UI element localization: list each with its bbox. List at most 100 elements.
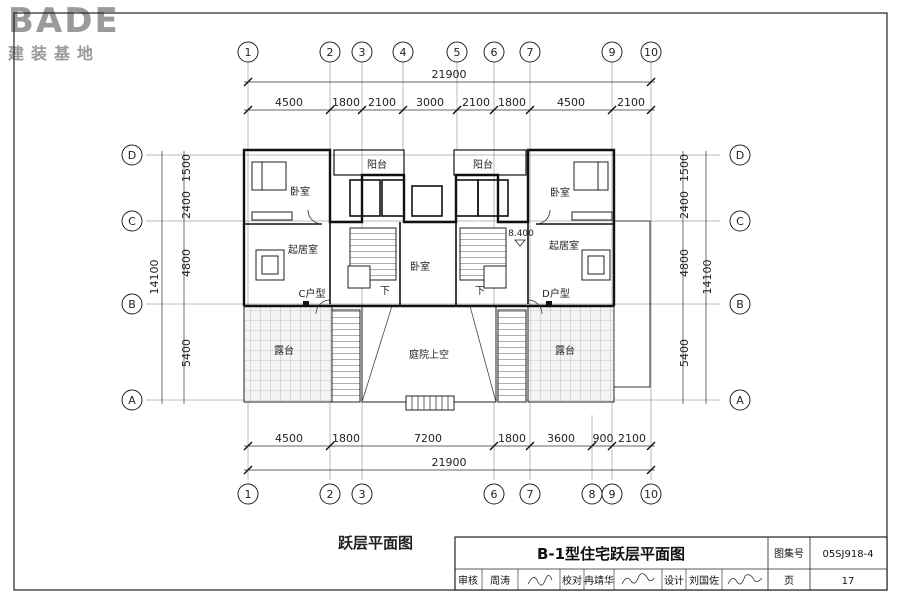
axis-label-top: 4 (400, 46, 407, 59)
axis-label-bottom: 6 (491, 488, 498, 501)
wardrobe-icon (251, 211, 613, 221)
dimension-segment: 4500 (557, 96, 585, 109)
axis-label-bottom: 1 (245, 488, 252, 501)
elevation-label: 8.400 (508, 229, 534, 239)
room-label-terrace: 露台 (274, 344, 294, 357)
unit-label-d: D户型 (542, 287, 570, 300)
dimension-segment: 2100 (617, 96, 645, 109)
axis-label-row: A (128, 394, 136, 407)
interior-walls (244, 179, 614, 306)
terrace-right (527, 305, 615, 403)
axis-bubbles (121, 41, 751, 505)
dimension-segment: 2100 (462, 96, 490, 109)
axis-label-bottom: 8 (589, 488, 596, 501)
title-block-title: B-1型住宅跃层平面图 (537, 545, 685, 563)
room-label-bedroom: 卧室 (290, 185, 310, 198)
room-label-terrace: 露台 (555, 344, 575, 357)
signature-review (527, 575, 553, 586)
axis-label-bottom: 10 (644, 488, 658, 501)
brand-logo: BADE 建装基地 (8, 4, 120, 64)
axis-label-top: 9 (609, 46, 616, 59)
room-label-balcony: 阳台 (473, 158, 493, 171)
axis-label-row: C (736, 215, 744, 228)
axis-label-top: 3 (359, 46, 366, 59)
sofa-icon (255, 249, 611, 281)
axis-label-top: 6 (491, 46, 498, 59)
axis-label-row: D (736, 149, 744, 162)
axis-label-top: 7 (527, 46, 534, 59)
stair-left (331, 309, 361, 403)
dimension-segment: 3600 (547, 432, 575, 445)
axis-label-top: 2 (327, 46, 334, 59)
review-name: 周涛 (490, 574, 510, 587)
drawing-title: 跃层平面图 (338, 534, 414, 552)
courtyard-void (361, 305, 497, 403)
room-label-living: 起居室 (288, 243, 318, 256)
axis-label-bottom: 9 (609, 488, 616, 501)
dimension-right: 1500 (678, 154, 691, 182)
sheet-border (13, 12, 888, 591)
axis-label-row: A (736, 394, 744, 407)
dimension-segment: 4500 (275, 432, 303, 445)
axis-label-bottom: 3 (359, 488, 366, 501)
dimension-left-total: 14100 (148, 260, 161, 295)
stair-right (497, 309, 527, 403)
dimension-segment: 1800 (498, 432, 526, 445)
axis-label-top: 10 (644, 46, 658, 59)
dimension-left: 4800 (180, 249, 193, 277)
room-label-courtyard: 庭院上空 (409, 348, 449, 361)
balconies (333, 149, 527, 176)
bed-icon (251, 161, 609, 191)
stair-down-label: 下 (380, 286, 390, 297)
stair-down-label: 下 (475, 286, 485, 297)
design-name: 刘国佐 (689, 575, 719, 587)
dining-table-icon (347, 265, 507, 289)
dimension-total-top: 21900 (432, 68, 467, 81)
dimension-segment: 2100 (618, 432, 646, 445)
dimension-segment: 900 (593, 432, 614, 445)
dimension-right: 2400 (678, 191, 691, 219)
review-label: 审核 (458, 574, 478, 587)
atlas-number: 05SJ918-4 (822, 549, 873, 560)
signature-check (621, 573, 655, 585)
exterior-walls (242, 148, 616, 308)
dimension-segment: 4500 (275, 96, 303, 109)
dimension-left: 5400 (180, 339, 193, 367)
axis-label-top: 5 (454, 46, 461, 59)
axis-label-row: B (128, 298, 136, 311)
brand-subtitle: 建装基地 (8, 44, 101, 63)
dimension-segment: 2100 (368, 96, 396, 109)
top-dimension-lines (161, 81, 707, 471)
room-label-bedroom: 卧室 (550, 186, 570, 199)
brand-name: BADE (8, 1, 120, 41)
page-label: 页 (784, 575, 794, 587)
axis-label-row: C (128, 215, 136, 228)
room-label-balcony: 阳台 (367, 158, 387, 171)
room-label-bedroom: 卧室 (410, 260, 430, 273)
page-number: 17 (842, 576, 855, 587)
axis-label-bottom: 2 (327, 488, 334, 501)
door-swings (307, 209, 551, 315)
dimension-ticks (243, 77, 656, 475)
dimension-total-bottom: 21900 (432, 456, 467, 469)
dimension-segment: 3000 (416, 96, 444, 109)
title-block (454, 536, 888, 591)
unit-label-c: C户型 (299, 287, 326, 300)
room-label-living: 起居室 (549, 239, 579, 252)
dimension-right-total: 14100 (701, 260, 714, 295)
axis-label-row: D (128, 149, 136, 162)
axis-label-top: 1 (245, 46, 252, 59)
signature-design (727, 574, 763, 585)
check-name: 冉靖华 (584, 574, 614, 587)
grid-lines (146, 60, 720, 480)
check-label: 校对 (562, 574, 582, 587)
dimension-right: 5400 (678, 339, 691, 367)
dimension-segment: 1800 (498, 96, 526, 109)
axis-label-bottom: 7 (527, 488, 534, 501)
dimension-segment: 7200 (414, 432, 442, 445)
dimension-segment: 1800 (332, 432, 360, 445)
design-label: 设计 (664, 574, 684, 587)
dimension-segment: 1800 (332, 96, 360, 109)
